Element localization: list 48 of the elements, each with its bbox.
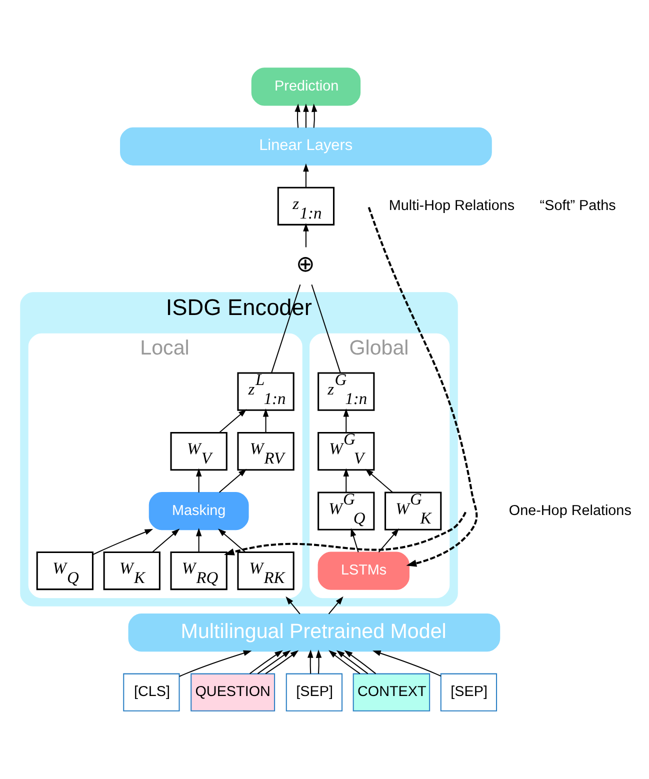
arrow (92, 529, 154, 556)
arrow (294, 104, 300, 128)
arrow (365, 468, 393, 493)
arrow (262, 408, 269, 433)
arrow (218, 409, 247, 434)
node-box: LSTMs (318, 552, 410, 590)
arrow (343, 468, 350, 492)
arrow (249, 650, 283, 674)
arrow (328, 596, 344, 614)
node-box: [SEP] (286, 673, 343, 712)
node-box: Multilingual Pretrained Model (128, 614, 500, 652)
node-box: CONTEXT (352, 673, 430, 712)
node-text: ⊕ (296, 250, 316, 277)
node-box: [CLS] (123, 673, 180, 712)
arrow (308, 650, 314, 674)
arrow (344, 650, 376, 674)
label: One-Hop Relations (508, 502, 632, 519)
arrow (265, 650, 299, 674)
arrow (196, 528, 202, 552)
arrow (152, 528, 180, 553)
label: Multi-Hop Relations (388, 198, 515, 214)
connector (311, 284, 341, 373)
arrow (378, 528, 400, 552)
arrow (372, 650, 442, 677)
arrow (224, 512, 466, 556)
arrow (257, 650, 291, 674)
arrow (316, 650, 322, 674)
arrow (303, 223, 309, 248)
node-box: Masking (148, 492, 249, 530)
arrow (179, 650, 252, 677)
connector (271, 284, 301, 373)
arrow (312, 104, 318, 128)
arrow (343, 408, 350, 433)
label: “Soft” Paths (540, 198, 616, 214)
arrow (218, 528, 246, 553)
arrow (350, 528, 359, 552)
arrow (328, 650, 360, 674)
node-box: Prediction (251, 68, 361, 106)
arrow (303, 104, 309, 128)
arrow (218, 468, 247, 493)
arrow (336, 650, 368, 674)
node-box: QUESTION (190, 673, 276, 712)
arrow (303, 163, 309, 188)
node-box: [SEP] (440, 673, 498, 712)
arrow (368, 206, 478, 567)
node-box: Linear Layers (120, 127, 492, 166)
arrow (286, 596, 300, 614)
arrow (196, 468, 202, 492)
